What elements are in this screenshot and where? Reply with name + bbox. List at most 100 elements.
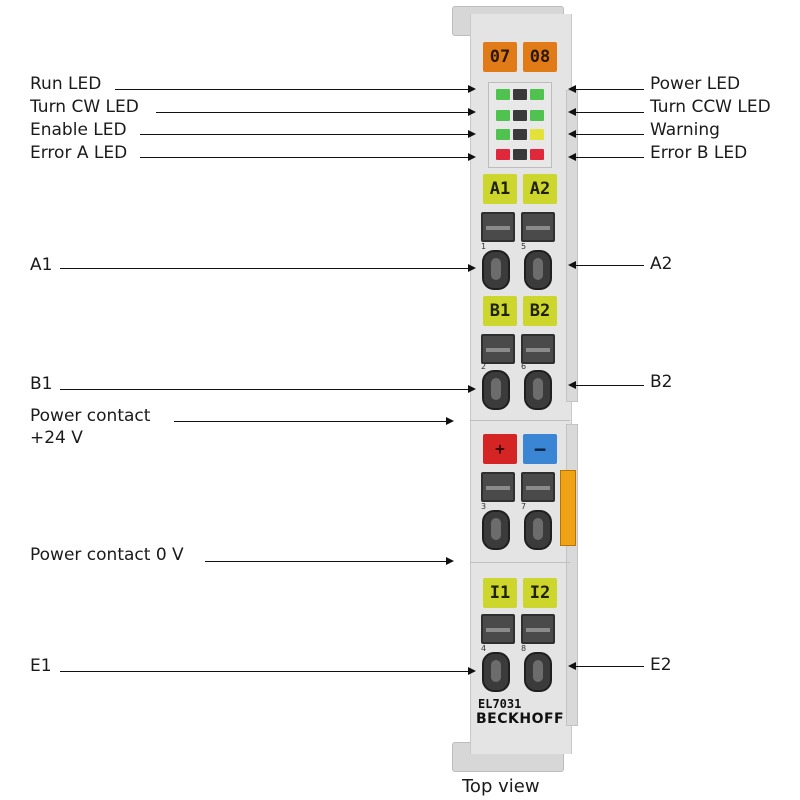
leader-b2 bbox=[574, 385, 644, 386]
spring-contact-e1[interactable] bbox=[482, 652, 510, 692]
label-a2: A2 bbox=[650, 254, 673, 274]
leader-a1 bbox=[60, 268, 470, 269]
arrow-run-led bbox=[468, 85, 476, 93]
port-release-5[interactable] bbox=[521, 212, 555, 242]
leader-power-contact-0v bbox=[205, 561, 448, 562]
arrow-b2 bbox=[568, 381, 576, 389]
label-enable-led: Enable LED bbox=[30, 120, 127, 140]
arrow-a2 bbox=[568, 261, 576, 269]
enable-led bbox=[496, 129, 510, 140]
label-b2: B2 bbox=[650, 372, 673, 392]
badge-08: 08 bbox=[523, 42, 557, 72]
badge-07: 07 bbox=[483, 42, 517, 72]
label-e2: E2 bbox=[650, 655, 672, 675]
arrow-power-led bbox=[568, 85, 576, 93]
leader-b1 bbox=[60, 389, 470, 390]
badge-b2: B2 bbox=[523, 296, 557, 326]
label-power-contact-24v: Power contact +24 V bbox=[30, 406, 151, 448]
pin-number-8: 8 bbox=[521, 644, 527, 653]
arrow-turn-cw-led bbox=[468, 108, 476, 116]
spring-contact-b1[interactable] bbox=[482, 370, 510, 410]
port-release-7[interactable] bbox=[521, 472, 555, 502]
leader-power-contact-24v bbox=[174, 421, 448, 422]
pin-number-6: 6 bbox=[521, 362, 527, 371]
label-turn-cw-led: Turn CW LED bbox=[30, 97, 139, 117]
arrow-error-a-led bbox=[468, 153, 476, 161]
spring-contact-minus[interactable] bbox=[524, 510, 552, 550]
label-e1: E1 bbox=[30, 656, 52, 676]
port-release-3[interactable] bbox=[481, 472, 515, 502]
port-release-4[interactable] bbox=[481, 614, 515, 644]
leader-error-a-led bbox=[140, 157, 470, 158]
led-dark-1 bbox=[513, 89, 527, 100]
arrow-error-b-led bbox=[568, 153, 576, 161]
arrow-turn-ccw-led bbox=[568, 108, 576, 116]
badge-b1: B1 bbox=[483, 296, 517, 326]
orange-power-clip bbox=[560, 470, 576, 546]
pin-number-1: 1 bbox=[481, 242, 487, 251]
power-led bbox=[530, 89, 544, 100]
badge-i2: I2 bbox=[523, 578, 557, 608]
badge-minus: − bbox=[523, 434, 557, 464]
arrow-warning bbox=[568, 130, 576, 138]
arrow-power-contact-24v bbox=[446, 417, 454, 425]
spring-contact-plus[interactable] bbox=[482, 510, 510, 550]
arrow-a1 bbox=[468, 264, 476, 272]
leader-enable-led bbox=[140, 134, 470, 135]
separator-upper bbox=[470, 420, 570, 421]
arrow-power-contact-0v bbox=[446, 557, 454, 565]
port-release-1[interactable] bbox=[481, 212, 515, 242]
pin-number-5: 5 bbox=[521, 242, 527, 251]
port-release-6[interactable] bbox=[521, 334, 555, 364]
badge-a1: A1 bbox=[483, 174, 517, 204]
run-led bbox=[496, 89, 510, 100]
label-error-a-led: Error A LED bbox=[30, 143, 128, 163]
label-power-contact-0v: Power contact 0 V bbox=[30, 545, 184, 565]
leader-run-led bbox=[115, 89, 470, 90]
arrow-enable-led bbox=[468, 130, 476, 138]
led-dark-3 bbox=[513, 129, 527, 140]
pin-number-7: 7 bbox=[521, 502, 527, 511]
warning-led bbox=[530, 129, 544, 140]
spring-contact-a1[interactable] bbox=[482, 250, 510, 290]
caption-top-view: Top view bbox=[462, 776, 540, 797]
error-a-led bbox=[496, 149, 510, 160]
turn-cw-led bbox=[496, 110, 510, 121]
arrow-e2 bbox=[568, 662, 576, 670]
arrow-e1 bbox=[468, 667, 476, 675]
leader-warning bbox=[574, 134, 644, 135]
led-panel bbox=[488, 82, 552, 168]
leader-e2 bbox=[574, 666, 644, 667]
leader-turn-ccw-led bbox=[574, 112, 644, 113]
port-release-8[interactable] bbox=[521, 614, 555, 644]
led-dark-4 bbox=[513, 149, 527, 160]
port-release-2[interactable] bbox=[481, 334, 515, 364]
badge-i1: I1 bbox=[483, 578, 517, 608]
arrow-b1 bbox=[468, 385, 476, 393]
spring-contact-b2[interactable] bbox=[524, 370, 552, 410]
label-b1: B1 bbox=[30, 374, 53, 394]
product-code: EL7031 bbox=[478, 697, 522, 711]
leader-e1 bbox=[60, 671, 470, 672]
spring-contact-e2[interactable] bbox=[524, 652, 552, 692]
spring-contact-a2[interactable] bbox=[524, 250, 552, 290]
turn-ccw-led bbox=[530, 110, 544, 121]
label-a1: A1 bbox=[30, 255, 53, 275]
led-dark-2 bbox=[513, 110, 527, 121]
leader-power-led bbox=[574, 89, 644, 90]
label-warning: Warning bbox=[650, 120, 720, 140]
label-error-b-led: Error B LED bbox=[650, 143, 748, 163]
leader-turn-cw-led bbox=[156, 112, 470, 113]
brand-logo-text: BECKHOFF bbox=[476, 711, 565, 727]
pin-number-2: 2 bbox=[481, 362, 487, 371]
label-run-led: Run LED bbox=[30, 74, 102, 94]
error-b-led bbox=[530, 149, 544, 160]
leader-a2 bbox=[574, 265, 644, 266]
pin-number-4: 4 bbox=[481, 644, 487, 653]
badge-plus: + bbox=[483, 434, 517, 464]
separator-lower bbox=[470, 562, 570, 563]
leader-error-b-led bbox=[574, 157, 644, 158]
label-power-led: Power LED bbox=[650, 74, 741, 94]
label-turn-ccw-led: Turn CCW LED bbox=[650, 97, 771, 117]
pin-number-3: 3 bbox=[481, 502, 487, 511]
